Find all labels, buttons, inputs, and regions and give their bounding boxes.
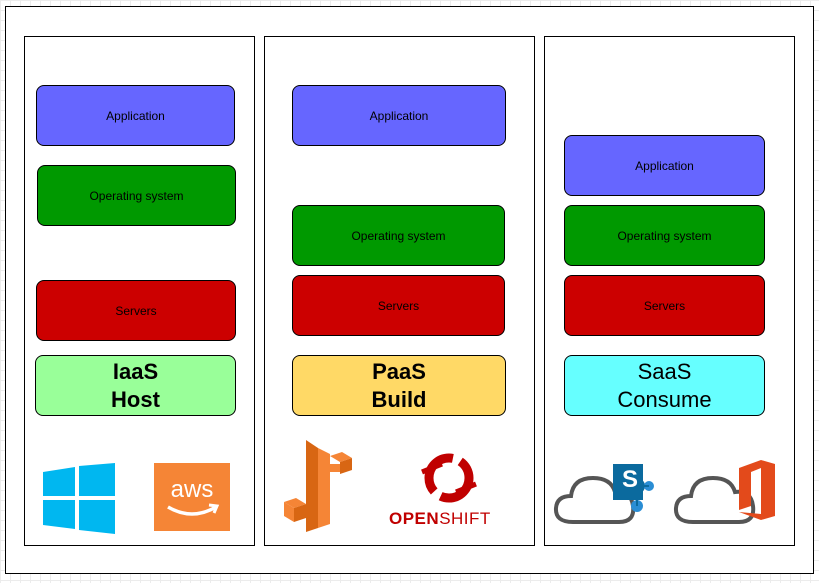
paas-servers-box: Servers	[292, 275, 505, 336]
iaas-application-label: Application	[106, 108, 165, 123]
paas-title: PaaS	[372, 358, 426, 384]
saas-subtitle: Consume	[617, 386, 712, 412]
paas-os-box: Operating system	[292, 205, 505, 266]
windows-icon	[43, 463, 115, 534]
saas-servers-box: Servers	[564, 275, 765, 336]
openshift-shift-text: SHIFT	[439, 509, 491, 528]
iaas-title: IaaS	[112, 358, 159, 384]
iaas-application-box: Application	[36, 85, 235, 146]
openshift-wordmark: OPENSHIFT	[389, 509, 491, 529]
paas-servers-label: Servers	[377, 298, 420, 313]
aws-logo-text: aws	[170, 476, 214, 503]
paas-application-box: Application	[292, 85, 506, 146]
sharepoint-cloud-icon	[553, 464, 654, 524]
saas-application-box: Application	[564, 135, 765, 196]
iaas-subtitle: Host	[111, 386, 160, 412]
saas-title: SaaS	[637, 358, 692, 384]
saas-label-box: SaaS Consume	[564, 355, 765, 416]
aws-icon: aws	[154, 463, 230, 531]
saas-application-label: Application	[635, 158, 694, 173]
iaas-os-box: Operating system	[37, 165, 236, 226]
saas-servers-label: Servers	[643, 298, 686, 313]
openshift-icon	[421, 453, 477, 503]
aws-beanstalk-icon	[284, 440, 352, 532]
saas-os-box: Operating system	[564, 205, 765, 266]
saas-os-label: Operating system	[617, 228, 712, 243]
iaas-servers-box: Servers	[36, 280, 236, 341]
paas-application-label: Application	[369, 108, 429, 123]
paas-label-box: PaaS Build	[292, 355, 506, 416]
iaas-label-box: IaaS Host	[35, 355, 236, 416]
openshift-open-text: OPEN	[389, 509, 440, 528]
iaas-os-label: Operating system	[89, 188, 184, 203]
office-cloud-icon	[673, 460, 775, 524]
paas-subtitle: Build	[371, 386, 427, 412]
paas-os-label: Operating system	[351, 228, 446, 243]
iaas-servers-label: Servers	[115, 303, 157, 318]
sharepoint-letter: S	[621, 466, 638, 493]
aws-smile-graphic	[167, 503, 220, 516]
